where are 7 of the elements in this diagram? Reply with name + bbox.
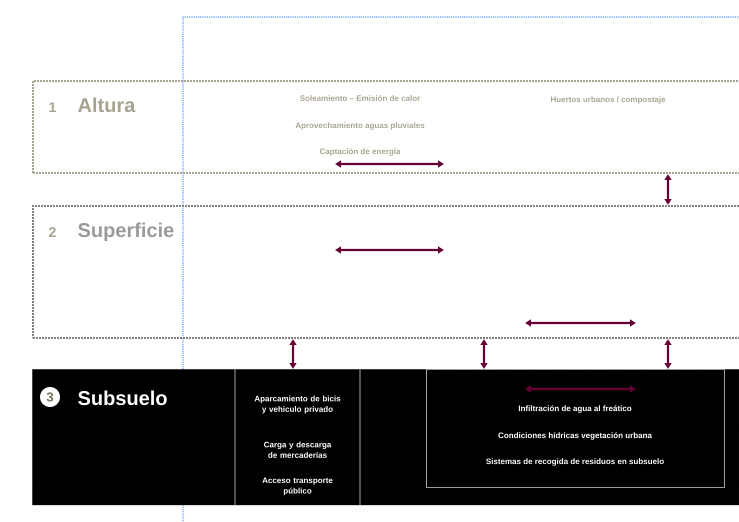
text-box: Infiltración de agua al freático Condiciones hídricas vegetación urbana Sistemas de recogida de residuos en subsuelo [426,369,725,488]
layer-item: Soleamiento – Emisión de calor [300,95,420,101]
layer-band: 2 Superficie [32,205,739,339]
layer-item: Aprovechamiento aguas pluviales [296,122,424,130]
text-column: Aparcamiento de bicis y vehiculo privado Carga y descarga de mercaderías Acceso transporte público [254,396,340,496]
layer-item: Huertos urbanos / compostaje [550,96,666,104]
layer-item: Captación de energía [320,148,400,156]
